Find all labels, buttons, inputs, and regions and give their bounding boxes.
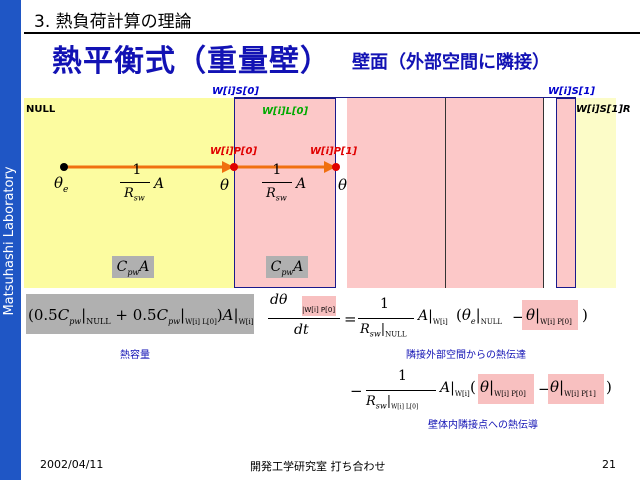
wall-l0-label: W[i]L[0] (262, 106, 309, 117)
eq1-close-paren: ) (582, 306, 588, 324)
header-divider (24, 32, 640, 34)
eq2-theta-p1-highlight (548, 374, 604, 404)
capacity-null-box: CpwA (112, 256, 154, 278)
eq2-close-paren: ) (606, 378, 612, 396)
node-null (60, 163, 68, 171)
frac-den-2: Rsw (266, 186, 287, 203)
frac-num-1: 1 (132, 162, 142, 178)
node-p0 (230, 163, 238, 171)
capacity-wall-box: CpwA (266, 256, 308, 278)
caption-heat-capacity: 熱容量 (120, 350, 150, 361)
heat-capacity-term-box (26, 294, 254, 334)
wall-layer-2 (446, 98, 544, 288)
page-title: 熱平衡式（重量壁） (52, 44, 331, 79)
right-space-region (576, 98, 616, 288)
frac-eq2-den: Rsw|W[i] L[0] (366, 394, 419, 411)
wall-s1-label: W[i]S[1] (548, 86, 595, 97)
eq2-open-paren: ( (470, 378, 476, 396)
eq2-area: A|W[i] (440, 380, 470, 398)
equals-sign: = (344, 310, 357, 328)
area-2: A (296, 176, 307, 192)
theta-e: θe (54, 174, 69, 195)
page-subtitle: 壁面（外部空間に隣接） (352, 52, 550, 73)
caption-internal-conduction: 壁体内隣接点への熱伝導 (428, 420, 538, 431)
capacity-term: (0.5Cpw|NULL + 0.5Cpw|W[i] L[0])A|W[i] (28, 306, 254, 326)
eq2-theta-p0-highlight (478, 374, 534, 404)
theta-p1: θ (338, 176, 348, 194)
eq2-theta-p0: θ|W[i] P[0] (480, 378, 526, 398)
footer-center: 開発工学研究室 打ち合わせ (250, 460, 386, 473)
wall-s0-label: W[i]S[0] (212, 86, 259, 97)
dtheta-sub: |W[i] P[0] (302, 306, 336, 314)
eq2-minus: − (350, 382, 363, 400)
arrow-head-p1 (324, 161, 336, 173)
wall-layer-1 (347, 98, 446, 288)
area-1: A (154, 176, 165, 192)
eq1-minus: − (512, 308, 525, 326)
sidebar-band: Matsuhashi Laboratory (0, 0, 21, 480)
node-p1-label: W[i]P[1] (310, 146, 358, 157)
theta-p0: θ (220, 176, 230, 194)
caption-adjacent-transfer: 隣接外部空間からの熱伝達 (406, 350, 526, 361)
frac-eq1-num: 1 (380, 296, 389, 312)
dt: dt (294, 322, 309, 338)
frac-eq2-num: 1 (398, 368, 407, 384)
frac-eq2-bar (366, 390, 436, 391)
frac-bar-1 (120, 182, 150, 183)
eq1-theta-highlight (522, 300, 578, 330)
frac-eq1-bar (358, 318, 414, 319)
arrow-head-p0 (222, 161, 234, 173)
eq1-area: A|W[i] (418, 308, 448, 326)
dtheta-bar (268, 318, 340, 319)
dtheta-numerator: dθ (270, 292, 288, 308)
frac-num-2: 1 (272, 162, 282, 178)
footer-date: 2002/04/11 (40, 458, 104, 471)
eq2-theta-p1: θ|W[i] P[1] (550, 378, 596, 398)
footer-page-number: 21 (602, 458, 616, 471)
frac-eq1-den: Rsw|NULL (360, 322, 407, 339)
node-p0-label: W[i]P[0] (210, 146, 258, 157)
null-label: NULL (26, 104, 56, 115)
eq2-minus-inner: − (538, 380, 551, 398)
node-p1 (332, 163, 340, 171)
section-title: 3. 熱負荷計算の理論 (34, 12, 192, 32)
eq1-theta-p0: θ|W[i] P[0] (526, 306, 572, 326)
wall-layer-3 (556, 98, 576, 288)
dtheta-sub-highlight (302, 296, 336, 316)
wall-top-rule (234, 97, 576, 98)
frac-den-1: Rsw (124, 186, 145, 203)
eq1-theta-e: (θe|NULL (456, 306, 503, 326)
wall-r-label: W[i]S[1]R (576, 104, 631, 115)
frac-bar-2 (262, 182, 292, 183)
